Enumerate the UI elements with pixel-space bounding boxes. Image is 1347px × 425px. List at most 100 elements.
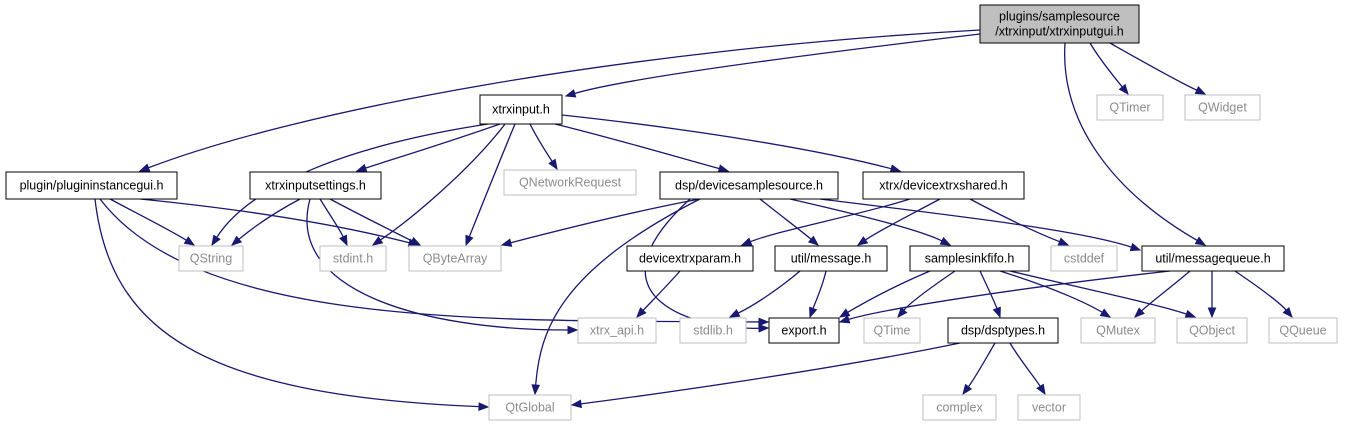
- edge-xtrxinput-to-qbytearray: [465, 123, 516, 247]
- node-stdint: stdint.h: [319, 245, 387, 272]
- arrow-head-icon: [1129, 242, 1142, 252]
- node-xtrxsettings[interactable]: xtrxinputsettings.h: [249, 171, 382, 200]
- node-msgqueue[interactable]: util/messagequeue.h: [1141, 245, 1285, 272]
- node-label: QString: [190, 252, 232, 266]
- node-vector: vector: [1017, 394, 1081, 421]
- edge-xtrxinput-to-stdint: [371, 123, 506, 246]
- node-label: xtrxinput.h: [492, 103, 550, 117]
- edge-samplesinkfifo-to-qtime: [897, 270, 956, 319]
- node-label: util/message.h: [791, 252, 872, 266]
- node-dsptypes[interactable]: dsp/dsptypes.h: [947, 317, 1059, 344]
- edge-root-to-qtimer: [1089, 42, 1129, 96]
- edge-line: [1141, 270, 1191, 312]
- node-label: dsp/dsptypes.h: [961, 324, 1045, 338]
- edge-xtrxinput-to-qstring: [211, 123, 489, 247]
- node-box: [1268, 317, 1338, 344]
- arrow-head-icon: [897, 306, 908, 319]
- node-label: xtrxinputsettings.h: [265, 179, 366, 193]
- arrow-head-icon: [1099, 308, 1112, 318]
- node-utilmessage[interactable]: util/message.h: [774, 245, 888, 272]
- edge-line: [750, 198, 911, 243]
- arrow-head-icon: [465, 234, 474, 247]
- edge-line: [554, 123, 720, 170]
- edge-line: [979, 270, 998, 309]
- node-qtime: QTime: [863, 317, 921, 344]
- node-devsamplesource[interactable]: dsp/devicesamplesource.h: [659, 171, 839, 200]
- node-box: [1176, 317, 1248, 344]
- node-box: [319, 245, 387, 272]
- node-box: [679, 317, 747, 344]
- edge-utilmessage-to-export: [809, 270, 827, 319]
- edge-line: [1009, 342, 1041, 387]
- edge-xtrxsettings-to-qbytearray: [329, 198, 422, 246]
- edge-line: [468, 123, 516, 237]
- edge-plugininst-to-qtglobal: [94, 198, 490, 411]
- node-box: [503, 169, 637, 196]
- edge-devxtrxshared-to-utilmessage: [856, 198, 941, 246]
- edge-line: [865, 198, 941, 241]
- arrow-head-icon: [1282, 306, 1293, 319]
- arrow-head-icon: [992, 306, 1001, 319]
- arrow-head-icon: [1194, 86, 1207, 95]
- edge-line: [969, 198, 1060, 243]
- node-samplesinkfifo[interactable]: samplesinkfifo.h: [909, 245, 1030, 272]
- edge-root-to-xtrxinput: [564, 33, 981, 98]
- node-box: [178, 245, 244, 272]
- node-label: complex: [936, 401, 983, 415]
- node-qtimer: QTimer: [1096, 94, 1164, 121]
- arrow-head-icon: [355, 163, 368, 173]
- node-label: QtGlobal: [505, 401, 554, 415]
- edge-dsptypes-to-complex: [962, 342, 996, 396]
- node-label: QObject: [1189, 324, 1235, 338]
- edge-devxtrxparam-to-xtrxapi: [636, 270, 681, 318]
- node-xtrxinput[interactable]: xtrxinput.h: [479, 94, 563, 125]
- arrow-head-icon: [138, 163, 151, 172]
- node-export[interactable]: export.h: [768, 317, 840, 344]
- edge-line: [561, 114, 892, 170]
- node-label: QTime: [873, 324, 910, 338]
- node-box: [479, 94, 563, 125]
- edge-msgqueue-to-qobject: [1207, 271, 1217, 319]
- arrow-head-icon: [758, 317, 770, 327]
- node-label: dsp/devicesamplesource.h: [675, 179, 823, 193]
- node-devxtrxshared[interactable]: xtrx/devicextrxshared.h: [862, 171, 1025, 200]
- edge-line: [847, 270, 931, 313]
- edge-line: [759, 198, 812, 240]
- edge-root-to-qwidget: [1109, 42, 1207, 95]
- arrow-head-icon: [211, 234, 221, 247]
- edge-root-to-msgqueue: [1064, 42, 1207, 246]
- arrow-head-icon: [564, 89, 577, 98]
- edge-xtrxinput-to-devsamplesource: [554, 123, 730, 173]
- edge-utilmessage-to-stdlib: [728, 270, 801, 318]
- arrow-head-icon: [183, 236, 196, 246]
- node-label: QWidget: [1198, 101, 1247, 115]
- node-box: [1017, 394, 1081, 421]
- node-root[interactable]: plugins/samplesource/xtrxinput/xtrxinput…: [979, 4, 1140, 44]
- edge-line: [819, 198, 1132, 248]
- node-box: [1096, 94, 1164, 121]
- node-label: QNetworkRequest: [519, 176, 622, 190]
- node-label: export.h: [781, 324, 826, 338]
- node-devxtrxparam[interactable]: devicextrxparam.h: [626, 245, 754, 272]
- arrow-head-icon: [636, 307, 647, 318]
- node-qtglobal: QtGlobal: [488, 394, 572, 421]
- node-box: [1050, 245, 1118, 272]
- node-qbytearray: QByteArray: [408, 245, 502, 272]
- node-label: QMutex: [1096, 324, 1141, 338]
- edge-xtrxinput-to-xtrxsettings: [355, 123, 501, 173]
- edge-line: [737, 270, 801, 314]
- edge-devxtrxshared-to-devxtrxparam: [740, 198, 911, 246]
- node-box: [488, 394, 572, 421]
- node-box: [577, 317, 657, 344]
- edge-line: [1109, 42, 1198, 91]
- node-label: QByteArray: [423, 252, 488, 266]
- node-box: [768, 317, 840, 344]
- edge-line: [510, 198, 701, 244]
- edge-line: [848, 270, 1171, 321]
- node-label: stdint.h: [333, 252, 373, 266]
- arrow-head-icon: [1118, 83, 1129, 96]
- node-plugininst[interactable]: plugin/plugininstancegui.h: [5, 171, 178, 200]
- node-qnetreq: QNetworkRequest: [503, 169, 637, 196]
- arrow-head-icon: [531, 384, 541, 396]
